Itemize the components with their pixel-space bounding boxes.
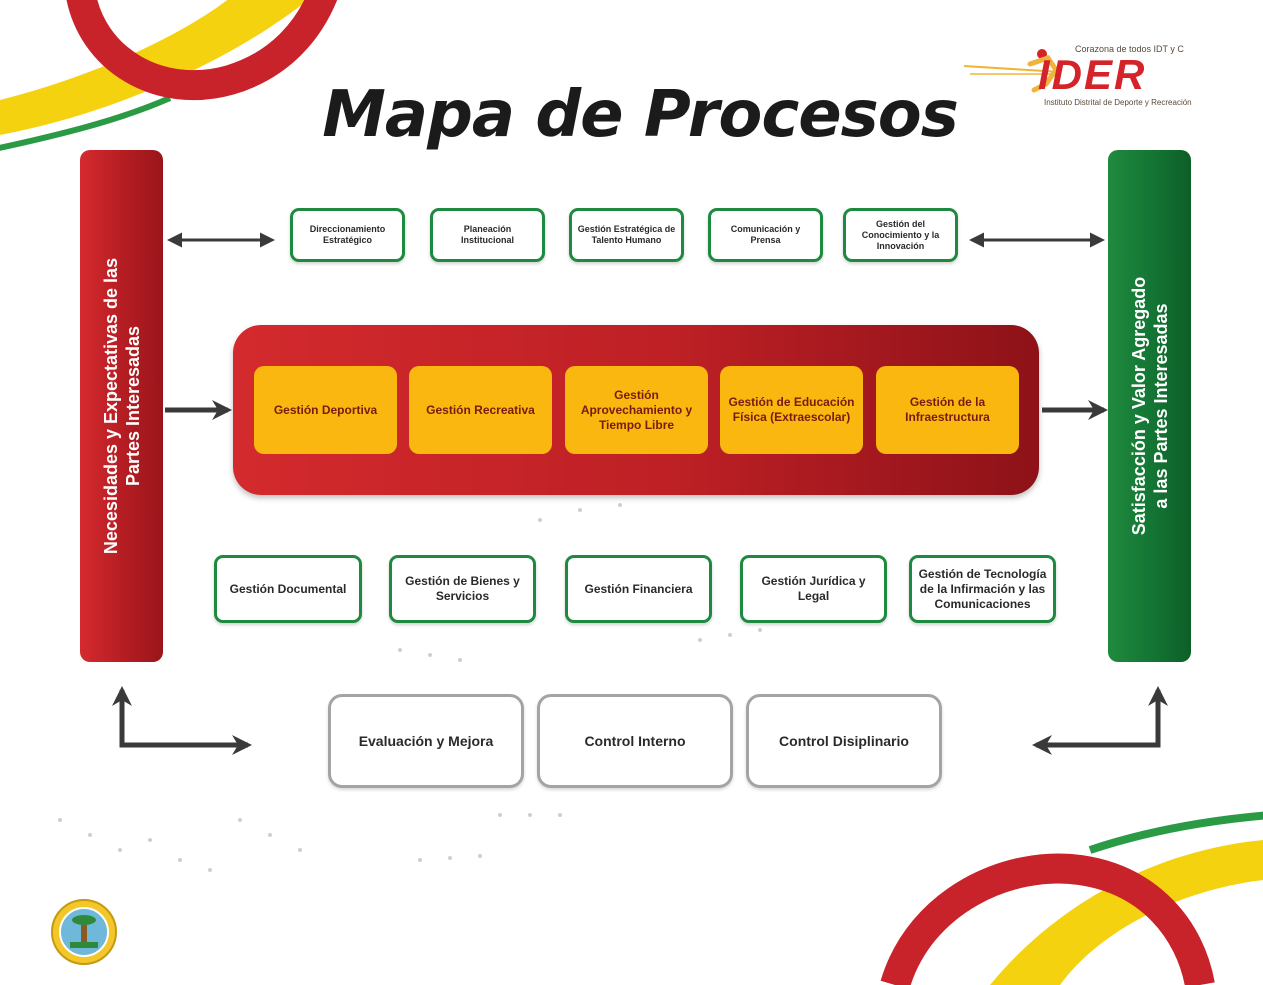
satisfaction-value-bar: Satisfacción y Valor Agregado a las Part… — [1108, 150, 1191, 662]
strategic-process-box: Comunicación y Prensa — [708, 208, 823, 262]
swoosh-green-top-left — [0, 95, 172, 151]
logo-wordmark: IDER — [1038, 51, 1147, 98]
support-process-box: Gestión Jurídica y Legal — [740, 555, 887, 623]
support-process-box: Gestión Financiera — [565, 555, 712, 623]
evaluation-process-box: Control Interno — [537, 694, 733, 788]
ider-logo: Corazona de todos IDT y C IDER Instituto… — [960, 40, 1235, 110]
dot-pattern — [58, 503, 762, 872]
support-process-box: Gestión Documental — [214, 555, 362, 623]
arrow-bottom-left-elbow — [112, 686, 252, 755]
mission-process-box: Gestión Aprovechamiento y Tiempo Libre — [565, 366, 708, 454]
logo-tagline: Corazona de todos IDT y C — [1075, 44, 1184, 54]
strategic-process-box: Direccionamiento Estratégico — [290, 208, 405, 262]
logo-subtitle: Instituto Distrital de Deporte y Recreac… — [1044, 98, 1192, 107]
evaluation-process-box: Control Disiplinario — [746, 694, 942, 788]
satisfaction-value-label: Satisfacción y Valor Agregado a las Part… — [1128, 276, 1171, 536]
swoosh-green-bottom-right — [1088, 811, 1263, 854]
support-process-box: Gestión de Bienes y Servicios — [389, 555, 536, 623]
arrow-bottom-right-elbow — [1032, 686, 1168, 755]
mission-process-box: Gestión Deportiva — [254, 366, 397, 454]
mission-process-box: Gestión Recreativa — [409, 366, 552, 454]
evaluation-process-box: Evaluación y Mejora — [328, 694, 524, 788]
strategic-process-box: Gestión Estratégica de Talento Humano — [569, 208, 684, 262]
strategic-process-box: Planeación Institucional — [430, 208, 545, 262]
needs-expectations-bar: Necesidades y Expectativas de las Partes… — [80, 150, 163, 662]
swoosh-red-top-left — [66, 0, 338, 101]
page-title: Mapa de Procesos — [322, 78, 959, 152]
needs-expectations-label: Necesidades y Expectativas de las Partes… — [100, 257, 143, 555]
mission-process-box: Gestión de Educación Física (Extraescola… — [720, 366, 863, 454]
mission-process-box: Gestión de la Infraestructura — [876, 366, 1019, 454]
swoosh-yellow-bottom-right — [990, 840, 1263, 985]
swoosh-red-bottom-right — [880, 853, 1215, 985]
strategic-process-box: Gestión del Conocimiento y la Innovación — [843, 208, 958, 262]
support-process-box: Gestión de Tecnología de la Infirmación … — [909, 555, 1056, 623]
municipal-seal-icon — [51, 899, 117, 965]
logo-figure-icon — [963, 49, 1061, 93]
